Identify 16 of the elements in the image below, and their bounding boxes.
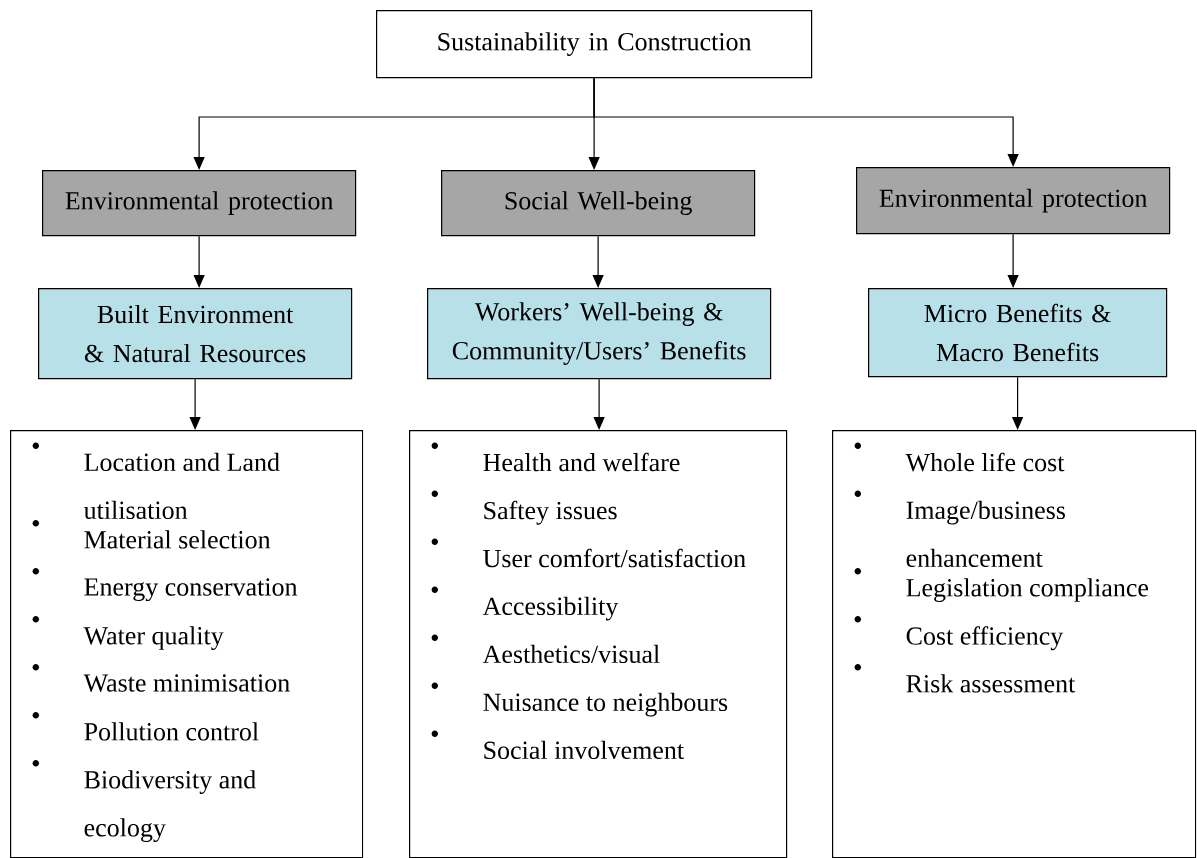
category-box: Environmental protection <box>42 170 357 237</box>
arrow <box>193 235 205 288</box>
category-box: Social Well-being <box>441 170 756 237</box>
title-box: Sustainability in Construction <box>376 10 813 79</box>
subcategory-box: Built Environment & Natural Resources <box>38 288 353 380</box>
arrow <box>189 378 201 430</box>
arrow <box>592 235 604 288</box>
arrow <box>593 77 1019 167</box>
bullet-list-box: Whole life cost Image/business enhancement Legislation compliance Cost efficiency Risk assessment <box>832 430 1197 858</box>
subcategory-box: Micro Benefits & Macro Benefits <box>868 288 1168 378</box>
subcategory-box: Workers’ Well-being & Community/Users’ Benefits <box>427 288 772 380</box>
arrow <box>593 378 605 430</box>
arrow <box>1007 233 1019 288</box>
category-box: Environmental protection <box>856 167 1171 235</box>
bullet-list-box: Location and Land utilisation Material selection Energy conservation Water quality Waste minimisation Pollution control Biodiversity and ecology <box>10 430 364 858</box>
bullet-list-box: Health and welfare Saftey issues User comfort/satisfaction Accessibility Aesthetics/visual Nuisance to neighbours Social involvement <box>409 430 788 858</box>
